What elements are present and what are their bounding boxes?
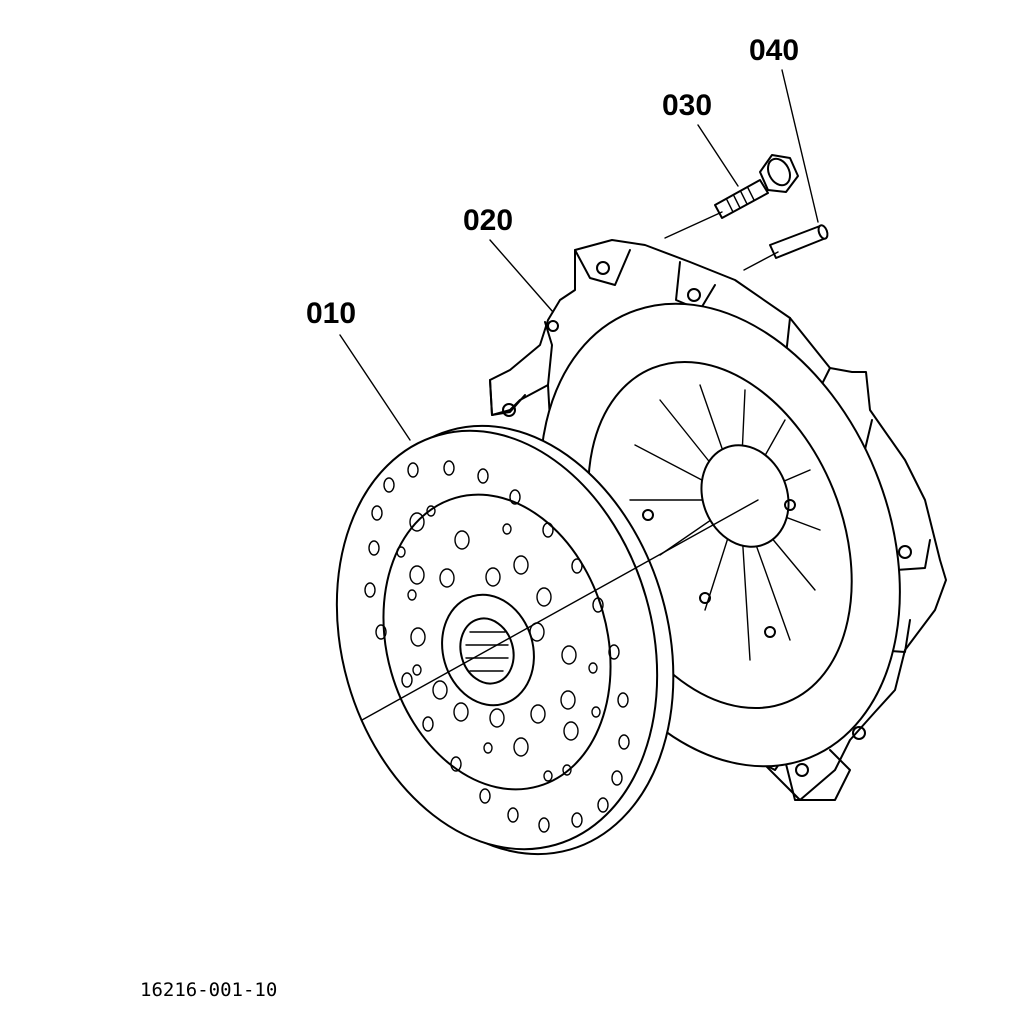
- callout-010: 010: [306, 297, 356, 330]
- bolt-icon: [714, 154, 799, 219]
- callout-020: 020: [463, 204, 513, 237]
- dowel-pin-icon: [769, 224, 829, 259]
- leader-lines: [339, 69, 819, 721]
- drawing-number: 16216-001-10: [140, 979, 277, 1001]
- callout-030: 030: [662, 89, 712, 122]
- callout-040: 040: [749, 34, 799, 67]
